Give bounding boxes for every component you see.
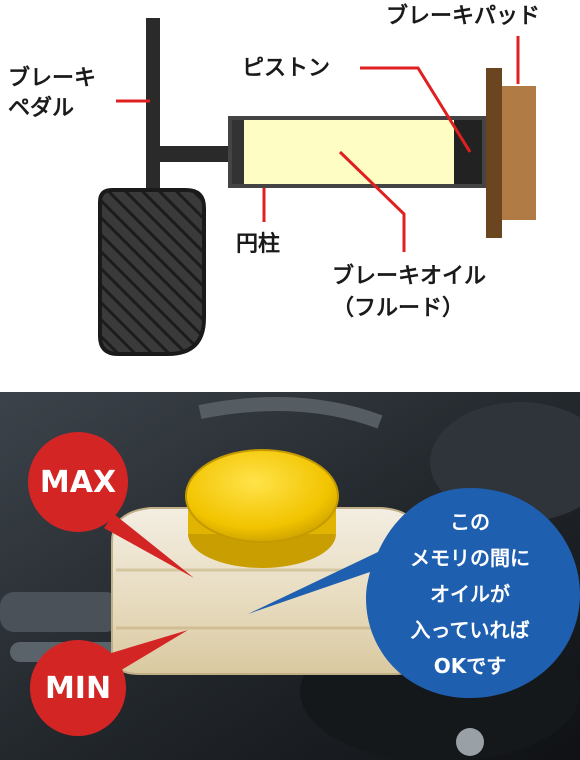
cylinder-left-cap	[232, 120, 244, 184]
brake-pad	[502, 86, 536, 220]
label-cylinder: 円柱	[236, 232, 281, 257]
hose	[198, 397, 383, 429]
push-rod	[146, 146, 232, 162]
brake-diagram: ブレーキ ペダル ブレーキパッド ピストン 円柱 ブレーキオイル （フルード）	[8, 4, 541, 356]
label-brake-pedal: ブレーキ ペダル	[8, 66, 97, 121]
label-piston: ピストン	[242, 56, 331, 81]
max-bubble	[28, 432, 194, 578]
label-brake-oil: ブレーキオイル	[332, 264, 487, 289]
cylinder	[228, 116, 486, 188]
leader-piston	[360, 66, 472, 153]
reservoir-cap	[185, 449, 339, 543]
leader-oil	[338, 150, 406, 252]
label-brake-pad: ブレーキパッド	[386, 4, 541, 29]
label-fluid: （フルード）	[332, 296, 465, 321]
bolt	[456, 728, 484, 756]
min-label: MIN	[44, 671, 112, 706]
piston	[454, 120, 482, 184]
reservoir-photo: MAX MIN この メモリの間に オイルが 入っていれば OKです	[0, 392, 580, 760]
callouts	[28, 432, 580, 736]
brake-pad-backing	[486, 68, 502, 238]
max-label: MAX	[39, 465, 117, 500]
min-bubble	[30, 630, 188, 736]
note-text: この メモリの間に オイルが 入っていれば OKです	[410, 510, 530, 678]
leader-lines	[116, 36, 520, 252]
hose	[0, 592, 120, 632]
note-bubble	[248, 488, 580, 698]
pedal-pad	[98, 188, 206, 356]
pedal-arm	[146, 18, 160, 196]
brake-diagram-svg	[98, 18, 536, 356]
